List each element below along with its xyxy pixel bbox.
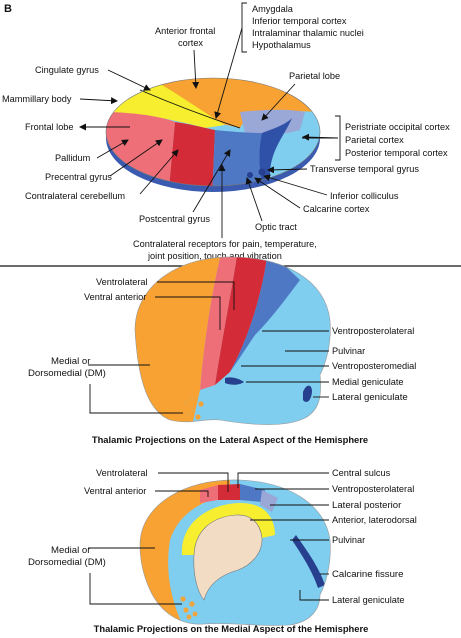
medial-hemisphere-diagram — [139, 479, 331, 626]
label-amygdala: Amygdala — [252, 4, 294, 14]
label-optic-tract: Optic tract — [255, 222, 297, 232]
med-label-dm-1: Medial or — [51, 545, 91, 556]
label-parietal-cortex: Parietal cortex — [345, 135, 404, 145]
thalamus-outline — [105, 77, 321, 187]
label-anterior-frontal-2: cortex — [178, 38, 203, 48]
lat-label-ventral-anterior: Ventral anterior — [84, 292, 146, 302]
label-anterior-frontal-1: Anterior frontal — [155, 26, 215, 36]
lat-vpl-region — [230, 256, 300, 372]
lat-label-dm-2: Dorsomedial (DM) — [28, 368, 106, 379]
label-contralateral-cerebellum: Contralateral cerebellum — [25, 191, 125, 201]
lat-hemisphere-outline — [134, 256, 331, 425]
lat-label-vpl: Ventroposterolateral — [332, 326, 414, 336]
lat-label-ventrolateral: Ventrolateral — [96, 277, 148, 287]
med-label-pulvinar: Pulvinar — [332, 535, 365, 545]
lat-lateral-geniculate-mark — [303, 385, 312, 402]
medial-labels: Ventrolateral Central sulcus Ventroposte… — [28, 468, 417, 634]
lateral-labels: Ventrolateral Ventral anterior Ventropos… — [28, 277, 416, 445]
label-pallidum: Pallidum — [55, 153, 91, 163]
label-calcarine-cortex: Calcarine cortex — [303, 204, 370, 214]
lateral-hemisphere-diagram — [134, 256, 331, 425]
top-labels: Amygdala Inferior temporal cortex Intral… — [2, 2, 450, 261]
medial-title: Thalamic Projections on the Medial Aspec… — [94, 623, 369, 634]
med-calcarine-region — [292, 535, 325, 588]
med-label-vpl: Ventroposterolateral — [332, 484, 414, 494]
med-label-dm-2: Dorsomedial (DM) — [28, 557, 106, 568]
med-label-lateral-posterior: Lateral posterior — [332, 500, 402, 511]
region-red-precentral — [168, 122, 215, 186]
label-receptors-1: Contralateral receptors for pain, temper… — [133, 239, 317, 249]
med-label-calcarine-fissure: Calcarine fissure — [332, 569, 403, 580]
med-yellow-band — [181, 502, 275, 555]
inferior-colliculus-dot — [258, 168, 266, 176]
thalamus-top-seam — [139, 89, 241, 129]
med-corpus-callosum — [193, 514, 263, 601]
panel-label: B — [4, 3, 12, 15]
region-paleblue-parietal — [240, 109, 305, 135]
calcarine-dot — [247, 172, 253, 178]
label-intralaminar: Intralaminar thalamic nuclei — [252, 28, 364, 38]
label-parietal-lobe: Parietal lobe — [289, 71, 340, 81]
label-inferior-colliculus: Inferior colliculus — [330, 191, 399, 201]
lat-label-medial-geniculate: Medial geniculate — [332, 377, 404, 387]
med-lp-region — [260, 490, 278, 512]
lat-dm-region — [135, 256, 222, 425]
med-vpl-region — [240, 484, 265, 502]
med-ventrolateral-region — [218, 484, 240, 500]
label-mammillary: Mammillary body — [2, 94, 72, 104]
lat-ventral-anterior-region — [200, 256, 238, 390]
med-dm-region — [140, 479, 230, 626]
lat-label-dm-1: Medial or — [51, 356, 91, 367]
label-receptors-2: joint position, touch and vibration — [147, 251, 282, 261]
med-hemisphere-outline — [139, 479, 331, 626]
med-label-central-sulcus: Central sulcus — [332, 468, 391, 478]
region-pink-frontal — [106, 112, 175, 186]
med-ventral-anterior-region — [200, 485, 218, 503]
lat-medial-geniculate-mark — [225, 377, 244, 385]
med-label-anterior-laterodorsal: Anterior, laterodorsal — [332, 515, 417, 525]
lat-dots — [183, 395, 204, 420]
lat-label-vpm: Ventroposteromedial — [332, 361, 416, 371]
label-inferior-temporal: Inferior temporal cortex — [252, 16, 347, 26]
label-posterior-temporal: Posterior temporal cortex — [345, 148, 448, 158]
label-transverse: Transverse temporal gyrus — [310, 164, 419, 174]
lat-label-pulvinar: Pulvinar — [332, 346, 365, 356]
med-dots — [180, 596, 198, 620]
med-label-ventrolateral: Ventrolateral — [96, 468, 148, 478]
label-frontal-lobe: Frontal lobe — [25, 122, 74, 132]
label-postcentral: Postcentral gyrus — [139, 214, 210, 224]
label-hypothalamus: Hypothalamus — [252, 40, 311, 50]
lat-ventrolateral-region — [215, 256, 268, 385]
label-cingulate: Cingulate gyrus — [35, 65, 99, 75]
lat-label-lateral-geniculate: Lateral geniculate — [332, 392, 408, 403]
thalamus-3d-diagram — [105, 77, 321, 192]
lateral-title: Thalamic Projections on the Lateral Aspe… — [92, 434, 368, 445]
med-label-lateral-geniculate: Lateral geniculate — [332, 595, 405, 605]
label-peristriate: Peristriate occipital cortex — [345, 122, 450, 132]
label-precentral: Precentral gyrus — [45, 172, 112, 182]
med-label-ventral-anterior: Ventral anterior — [84, 486, 146, 496]
